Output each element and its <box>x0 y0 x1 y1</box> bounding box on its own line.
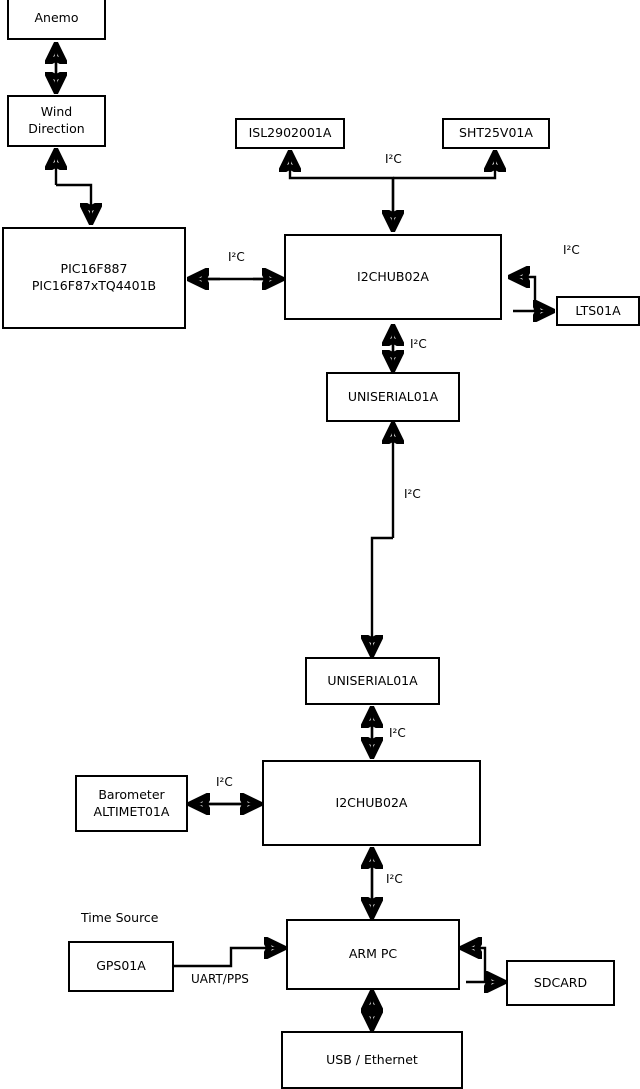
node-anemo[interactable]: Anemo <box>7 0 106 40</box>
wire-lts-hub <box>512 277 537 311</box>
edge-label-i2c-pic-hub: I²C <box>228 250 245 264</box>
edge-label-i2c-hub-uniserial: I²C <box>410 337 427 351</box>
node-uniserial01a-upper[interactable]: UNISERIAL01A <box>326 372 460 422</box>
node-isl2902001a[interactable]: ISL2902001A <box>235 118 345 149</box>
wire-sdcard-armpc <box>464 948 487 982</box>
node-i2chub02a-bottom[interactable]: I2CHUB02A <box>262 760 481 846</box>
edge-label-i2c-uniserial-hub2: I²C <box>389 726 406 740</box>
node-pic-microcontroller[interactable]: PIC16F887 PIC16F87xTQ4401B <box>2 227 186 329</box>
edge-label-uart-pps: UART/PPS <box>191 972 249 986</box>
wire-hub-sensorbus <box>290 154 395 228</box>
edge-label-i2c-hub-lts: I²C <box>563 243 580 257</box>
node-i2chub02a-top[interactable]: I2CHUB02A <box>284 234 502 320</box>
wire-pic-wind-body <box>56 183 91 221</box>
node-sht25v01a[interactable]: SHT25V01A <box>442 118 550 149</box>
node-usb-ethernet[interactable]: USB / Ethernet <box>281 1031 463 1089</box>
edge-label-i2c-hub2-armpc: I²C <box>386 872 403 886</box>
node-sdcard[interactable]: SDCARD <box>506 960 615 1006</box>
wire-uniserial-link-body <box>372 536 393 653</box>
node-lts01a[interactable]: LTS01A <box>556 296 640 326</box>
edge-label-i2c-uniserial-link: I²C <box>404 487 421 501</box>
node-gps01a[interactable]: GPS01A <box>68 941 174 992</box>
node-arm-pc[interactable]: ARM PC <box>286 919 460 990</box>
node-barometer-altimet01a[interactable]: Barometer ALTIMET01A <box>75 775 188 832</box>
wire-hub-sensorbus-right <box>393 154 495 180</box>
edge-label-i2c-barometer-hub2: I²C <box>216 775 233 789</box>
node-wind-direction[interactable]: Wind Direction <box>7 95 106 147</box>
wire-gps-armpc <box>174 948 282 968</box>
label-time-source: Time Source <box>81 910 159 925</box>
node-uniserial01a-lower[interactable]: UNISERIAL01A <box>305 657 440 705</box>
edge-label-i2c-sensors-hub: I²C <box>385 152 402 166</box>
